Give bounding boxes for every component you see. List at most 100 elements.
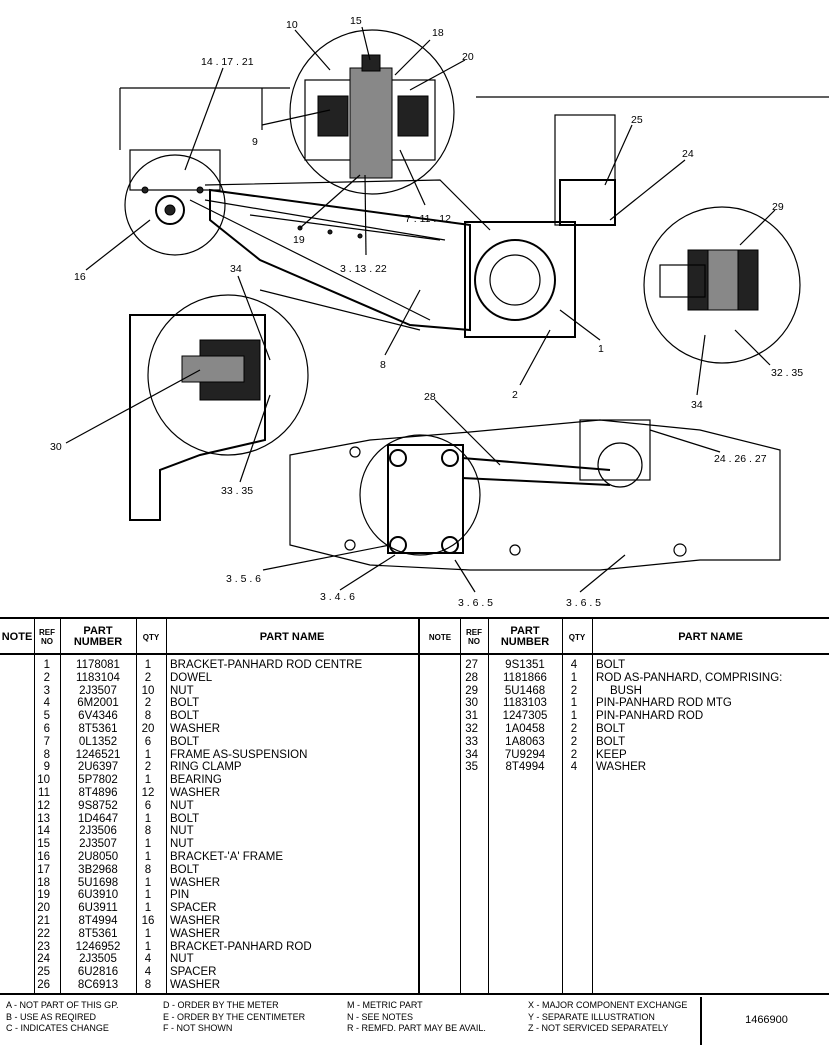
cell-ref: 16	[37, 851, 50, 863]
cell-name: BOLT	[170, 812, 200, 825]
cell-qty: 8	[144, 710, 152, 723]
col-ref-header-right: REF NO	[466, 628, 482, 646]
legend-item: E - ORDER BY THE CENTIMETER	[163, 1011, 306, 1022]
col-part-number-header: PART NUMBER	[73, 625, 123, 648]
cell-name: NUT	[170, 953, 194, 966]
cell-ref: 1	[43, 659, 50, 671]
legend-item: B - USE AS REQIRED	[6, 1011, 97, 1022]
callout: 24	[682, 148, 694, 160]
cell-ref: 15	[37, 838, 50, 851]
cell-qty: 4	[144, 953, 152, 966]
col-part-name-header: PART NAME	[259, 630, 325, 643]
legend-item: X - MAJOR COMPONENT EXCHANGE	[528, 1000, 688, 1010]
callout: 14 . 17 . 21	[201, 56, 254, 68]
cell-ref: 24	[37, 953, 50, 966]
legend-item: A - NOT PART OF THIS GP.	[6, 1000, 119, 1010]
cell-name: NUT	[170, 684, 194, 697]
cell-ref: 31	[465, 710, 478, 723]
cell-part: 6M2001	[77, 697, 119, 710]
cell-qty: 1	[144, 851, 152, 863]
cell-qty: 2	[570, 735, 578, 748]
cell-qty: 2	[144, 697, 152, 710]
cell-ref: 18	[37, 876, 50, 889]
cell-part: 2J3506	[79, 825, 117, 838]
callout: 30	[50, 441, 62, 453]
cell-part: 2U6397	[77, 761, 119, 774]
cell-ref: 27	[465, 659, 478, 671]
callout: 16	[74, 271, 86, 283]
callout: 3 . 5 . 6	[226, 573, 261, 585]
cell-name: WASHER	[170, 915, 221, 927]
cell-name: BRACKET-'A' FRAME	[170, 851, 284, 863]
callout: 18	[432, 27, 444, 39]
cell-name: ROD AS-PANHARD, COMPRISING:	[596, 671, 783, 684]
callout: 3 . 13 . 22	[340, 263, 387, 275]
col-note-header: NOTE	[1, 630, 33, 643]
cell-qty: 6	[144, 735, 152, 748]
cell-qty: 1	[144, 940, 152, 953]
legend-item: N - SEE NOTES	[347, 1011, 414, 1022]
cell-name: PIN-PANHARD ROD MTG	[596, 697, 732, 710]
cell-ref: 26	[37, 979, 50, 991]
col-part-name-header-right: PART NAME	[678, 630, 743, 643]
cell-qty: 2	[570, 723, 578, 735]
cell-ref: 14	[37, 825, 50, 838]
legend-item: R - REMFD. PART MAY BE AVAIL.	[347, 1023, 486, 1033]
callout: 20	[462, 51, 474, 63]
col-part-number-header-right: PART NUMBER	[500, 625, 550, 648]
cell-name: NUT	[170, 825, 194, 838]
cell-ref: 2	[43, 671, 50, 684]
cell-part: 2J3507	[79, 838, 117, 851]
cell-name: FRAME AS-SUSPENSION	[170, 748, 308, 761]
cell-ref: 28	[465, 671, 478, 684]
cell-part: 1246521	[75, 748, 121, 761]
cell-part: 6U3911	[78, 902, 118, 915]
col-divider	[592, 619, 593, 995]
cell-part: 1183104	[76, 671, 120, 684]
cell-name: NUT	[170, 799, 194, 812]
col-note-header-right: NOTE	[428, 632, 452, 642]
col-qty-header-right: QTY	[568, 632, 586, 642]
cell-name: WASHER	[170, 723, 221, 735]
cell-name: RING CLAMP	[170, 761, 242, 774]
frame-outline	[119, 87, 829, 331]
callout-labels: 15 10 18 20 14 . 17 . 21 9 19 7 . 11 . 1…	[50, 15, 803, 609]
cell-part: 5P7802	[78, 774, 118, 787]
cell-part: 8T4994	[78, 915, 118, 927]
cell-part: 1D4647	[77, 812, 119, 825]
cell-ref: 22	[37, 927, 50, 940]
legend-col-2: D - ORDER BY THE METER E - ORDER BY THE …	[163, 1000, 305, 1035]
cell-name: PIN-PANHARD ROD	[596, 710, 704, 723]
cell-ref: 6	[43, 723, 50, 735]
callout: 2	[512, 389, 518, 401]
cell-qty: 1	[144, 774, 152, 787]
cell-name: DOWEL	[170, 671, 213, 684]
cell-name: BOLT	[596, 723, 626, 735]
callout: 34	[691, 399, 703, 411]
cell-ref: 5	[43, 710, 50, 723]
cell-ref: 35	[465, 761, 478, 774]
cell-qty: 1	[144, 812, 152, 825]
cell-name: BOLT	[170, 735, 200, 748]
cell-ref: 25	[37, 966, 50, 979]
cell-qty: 4	[570, 659, 578, 671]
cell-part: 0L1352	[78, 735, 118, 748]
cell-qty: 1	[570, 710, 578, 723]
callout: 32 . 35	[771, 367, 803, 379]
cell-name: KEEP	[596, 748, 627, 761]
cell-ref: 23	[37, 940, 50, 953]
cell-part: 1181866	[503, 671, 547, 684]
callout: 3 . 6 . 5	[566, 597, 601, 609]
cell-name: BOLT	[170, 710, 200, 723]
cell-name: SPACER	[170, 902, 217, 915]
cell-part: 6U3910	[77, 889, 119, 902]
legend-col-1: A - NOT PART OF THIS GP. B - USE AS REQI…	[6, 1000, 119, 1035]
col-divider	[460, 619, 461, 995]
cell-name: WASHER	[170, 876, 221, 889]
drawing-number: 1466900	[700, 997, 829, 1045]
cell-part: 2U8050	[77, 851, 119, 863]
cell-part: 7U9294	[504, 748, 546, 761]
cell-part: 8C6913	[77, 979, 119, 991]
callout: 3 . 4 . 6	[320, 591, 355, 603]
cell-qty: 2	[144, 671, 152, 684]
